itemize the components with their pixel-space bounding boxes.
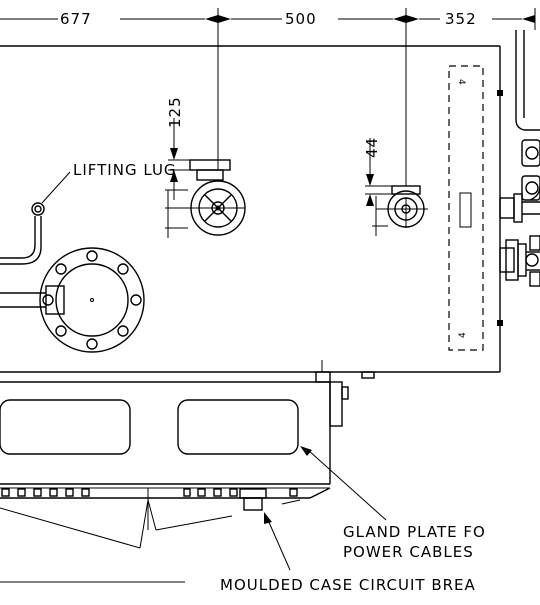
gland-plate [0,487,331,530]
leader-gland-plate [300,446,387,521]
large-flange [0,247,145,353]
dashed-panel: 4 4 [448,65,484,351]
label-gland-plate-1: GLAND PLATE FO [343,523,486,541]
lifting-lug [0,171,71,265]
large-valve [165,30,246,238]
right-side-piping [499,30,540,287]
arrow-head [406,15,419,23]
arrow-head [205,15,218,23]
svg-text:4: 4 [458,331,468,338]
dimension-500: 500 [285,10,317,28]
dimension-44-line [365,138,392,206]
label-mccb: MOULDED CASE CIRCUIT BREA [220,576,476,594]
dimension-677: 677 [60,10,92,28]
panel-slot [459,192,472,228]
window-right [177,399,299,455]
small-valve [372,30,428,236]
arrow-head [522,15,535,23]
arrow-head [218,15,231,23]
arrow-head [393,15,406,23]
cable-lines [0,499,301,549]
dimension-44: 44 [363,137,381,158]
label-lifting-lug: LIFTING LUG [73,161,177,179]
dimension-125-line [168,118,190,200]
label-gland-plate-2: POWER CABLES [343,543,474,561]
dimension-125: 125 [166,96,184,128]
window-left [0,399,131,455]
top-dimension-line [0,8,536,30]
svg-text:4: 4 [456,79,466,86]
dimension-352: 352 [445,10,477,28]
lower-enclosure [0,360,375,489]
leader-mccb [0,512,291,583]
